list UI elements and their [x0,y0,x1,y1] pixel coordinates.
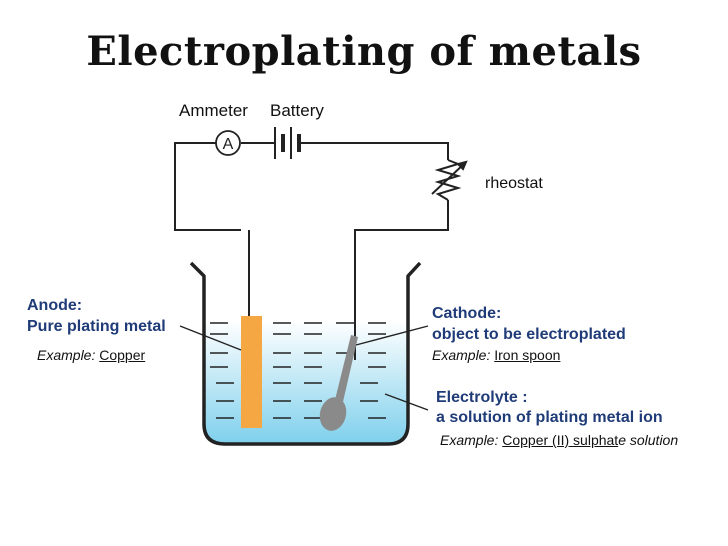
beaker [189,261,422,446]
ammeter-symbol: A [223,136,234,153]
anode-heading: Anode: [27,297,83,314]
anode-example-value: Copper [99,347,146,363]
pointer-lines [179,325,429,411]
electrolyte-example: Example: Copper (II) sulphate solution [440,432,678,448]
anode-example: Example: Copper [37,347,145,363]
electrolyte-description: a solution of plating metal ion [436,409,663,426]
cathode-example-value: Iron spoon [494,347,561,363]
battery-label: Battery [270,101,324,120]
cathode-description: object to be electroplated [432,326,626,343]
rheostat-label: rheostat [485,175,543,192]
electrolyte-example-value: Copper (II) sulphat [502,432,619,448]
electrolyte-heading: Electrolyte : [436,389,528,406]
circuit-wires [174,142,449,360]
ammeter-icon [215,130,241,156]
cathode-example-prefix: Example: [432,347,495,363]
cathode-example: Example: Iron spoon [432,347,560,363]
anode-plate [241,316,262,428]
rheostat-icon [431,159,468,201]
ammeter-label: Ammeter [179,101,248,120]
page-title: Electroplating of metals [86,28,642,75]
battery-icon [274,127,301,159]
electrolyte-example-prefix: Example: [440,432,503,448]
cathode-heading: Cathode: [432,305,502,322]
electrolyte-example-rest: e solution [618,432,679,448]
iron-spoon-icon [319,335,358,431]
anode-example-prefix: Example: [37,347,100,363]
anode-description: Pure plating metal [27,318,166,335]
